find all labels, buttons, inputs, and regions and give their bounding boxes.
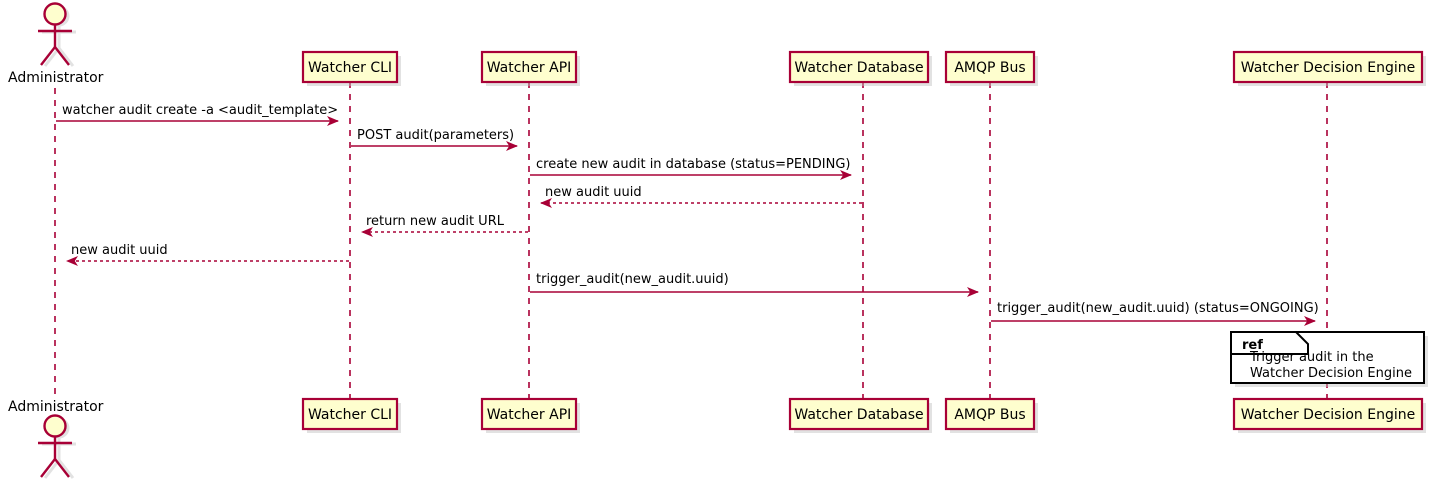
participant-watcher-decision-engine-top[interactable]: Watcher Decision Engine: [1232, 50, 1426, 86]
ref-tab: [1230, 331, 1309, 355]
ref-fragment[interactable]: ref Trigger audit in the Watcher Decisio…: [1230, 331, 1428, 387]
participant-label: Watcher API: [487, 60, 572, 76]
participant-box: [788, 50, 930, 84]
actor-head-icon: [43, 2, 67, 26]
actor-label-bottom: Administrator: [8, 399, 104, 415]
message-3-create-new-audit-in-database[interactable]: create new audit in database (status=PEN…: [530, 157, 852, 180]
participant-amqp-bus-bottom[interactable]: AMQP Bus: [944, 397, 1038, 433]
actor-label-top: Administrator: [8, 70, 104, 86]
participant-box: [480, 50, 578, 84]
participant-label: Watcher API: [487, 407, 572, 423]
ref-line-2: Watcher Decision Engine: [1250, 366, 1412, 381]
participant-watcher-api-bottom[interactable]: Watcher API: [480, 397, 580, 433]
participant-watcher-database-bottom[interactable]: Watcher Database: [788, 397, 932, 433]
message-6-new-audit-uuid-cli-to-administrator[interactable]: new audit uuid: [66, 243, 349, 266]
participant-box: [1232, 50, 1424, 84]
participant-watcher-cli-top[interactable]: Watcher CLI: [301, 50, 401, 86]
participant-label: AMQP Bus: [954, 407, 1025, 423]
message-label: return new audit URL: [366, 214, 505, 229]
actor-head-icon-bottom: [43, 414, 67, 438]
participant-watcher-api-top[interactable]: Watcher API: [480, 50, 580, 86]
message-7-trigger-audit[interactable]: trigger_audit(new_audit.uuid): [530, 272, 979, 297]
actor-leg-right-bottom: [54, 458, 70, 478]
participant-box: [944, 50, 1036, 84]
participant-box: [480, 397, 578, 431]
message-1-watcher-audit-create[interactable]: watcher audit create -a <audit_template>: [56, 103, 339, 126]
participant-label: Watcher Decision Engine: [1241, 60, 1415, 76]
message-label: new audit uuid: [545, 185, 642, 200]
message-5-return-new-audit-url[interactable]: return new audit URL: [361, 214, 528, 237]
message-2-post-audit[interactable]: POST audit(parameters): [351, 128, 518, 151]
participant-label: Watcher Database: [794, 407, 923, 423]
lifelines: [54, 82, 1328, 398]
participant-box: [788, 397, 930, 431]
actor-leg-left-bottom: [40, 458, 56, 478]
participant-label: Watcher Decision Engine: [1241, 407, 1415, 423]
participant-box: [301, 397, 399, 431]
participant-watcher-cli-bottom[interactable]: Watcher CLI: [301, 397, 401, 433]
ref-tab-label: ref: [1242, 338, 1263, 353]
participant-amqp-bus-top[interactable]: AMQP Bus: [944, 50, 1038, 86]
participant-watcher-database-top[interactable]: Watcher Database: [788, 50, 932, 86]
participant-label: Watcher CLI: [308, 407, 392, 423]
actor-administrator-bottom[interactable]: Administrator: [8, 399, 104, 479]
message-4-new-audit-uuid-db-to-api[interactable]: new audit uuid: [540, 185, 862, 208]
actor-leg-left: [40, 46, 56, 66]
participant-watcher-decision-engine-bottom[interactable]: Watcher Decision Engine: [1232, 397, 1426, 433]
participant-label: AMQP Bus: [954, 60, 1025, 76]
message-label: trigger_audit(new_audit.uuid) (status=ON…: [997, 301, 1319, 316]
participant-box: [1232, 397, 1424, 431]
actor-leg-right: [54, 46, 70, 66]
participant-box: [301, 50, 399, 84]
message-label: create new audit in database (status=PEN…: [536, 157, 851, 172]
message-label: POST audit(parameters): [357, 128, 514, 143]
ref-line-1: Trigger audit in the: [1249, 350, 1374, 365]
participant-label: Watcher CLI: [308, 60, 392, 76]
message-8-trigger-audit-ongoing[interactable]: trigger_audit(new_audit.uuid) (status=ON…: [991, 301, 1319, 326]
message-label: new audit uuid: [71, 243, 168, 258]
participant-label: Watcher Database: [794, 60, 923, 76]
actor-administrator-top[interactable]: Administrator: [8, 2, 104, 87]
message-label: trigger_audit(new_audit.uuid): [536, 272, 729, 287]
participant-box: [944, 397, 1036, 431]
message-label: watcher audit create -a <audit_template>: [62, 103, 338, 118]
